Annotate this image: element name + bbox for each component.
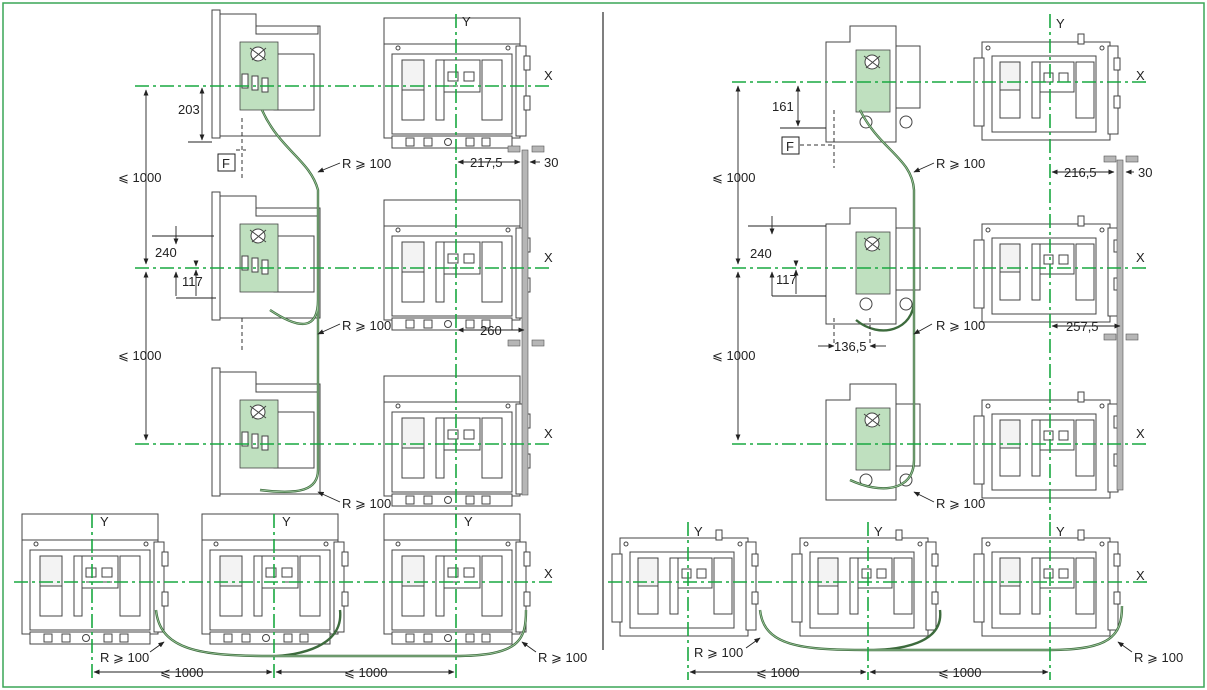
right-axis-y-label-row-2: Y xyxy=(874,524,883,539)
right-dim-161: 161 xyxy=(772,99,794,114)
left-vertical-rail xyxy=(521,149,529,496)
right-dim-136-5: 136,5 xyxy=(834,339,867,354)
right-radius-label-1: R ⩾ 100 xyxy=(936,156,985,171)
right-row-device-1 xyxy=(611,529,759,637)
left-axis-x-label-4: X xyxy=(544,566,553,581)
left-axis-x-label-3: X xyxy=(544,426,553,441)
left-dim-260: 260 xyxy=(480,323,502,338)
right-row-device-2 xyxy=(791,529,939,637)
left-axis-x-label-2: X xyxy=(544,250,553,265)
right-dim-257-5: 257,5 xyxy=(1066,319,1099,334)
right-axis-x-label-1: X xyxy=(1136,68,1145,83)
left-radius-label-2: R ⩾ 100 xyxy=(342,318,391,333)
left-radius-label-4: R ⩾ 100 xyxy=(100,650,149,665)
right-dim-240: 240 xyxy=(750,246,772,261)
right-panel: Y X X X X Y Y Y F 161 ⩽ 1000 ⩽ 1000 240 … xyxy=(608,14,1183,680)
left-axis-y-label-row-3: Y xyxy=(464,514,473,529)
right-radius-label-4: R ⩾ 100 xyxy=(694,645,743,660)
right-axis-x-label-2: X xyxy=(1136,250,1145,265)
left-front-view-top xyxy=(383,17,531,149)
left-axis-y-label-row-2: Y xyxy=(282,514,291,529)
right-side-view-middle xyxy=(825,207,921,325)
left-dim-max-1000-lower: ⩽ 1000 xyxy=(118,348,161,363)
left-axis-x-label-1: X xyxy=(544,68,553,83)
left-dim-240: 240 xyxy=(155,245,177,260)
left-dim-30: 30 xyxy=(544,155,558,170)
left-axis-y-label: Y xyxy=(462,14,471,29)
left-dim-203: 203 xyxy=(178,102,200,117)
right-front-view-top xyxy=(973,33,1121,141)
left-dim-217-5: 217,5 xyxy=(470,155,503,170)
left-f-box xyxy=(217,153,236,172)
left-row-device-2 xyxy=(201,513,349,645)
right-row-device-3 xyxy=(973,529,1121,637)
right-dim-row-spacing-2: ⩽ 1000 xyxy=(938,665,981,680)
right-dim-117: 117 xyxy=(776,272,797,287)
right-dim-max-1000-upper: ⩽ 1000 xyxy=(712,170,755,185)
left-panel: Y X X X X Y Y Y F 203 ⩽ 1000 ⩽ 1000 240 … xyxy=(14,9,587,680)
right-radius-label-5: R ⩾ 100 xyxy=(1134,650,1183,665)
left-dim-117: 117 xyxy=(182,274,203,289)
right-front-view-middle xyxy=(973,215,1121,323)
right-axis-y-label-row-1: Y xyxy=(694,524,703,539)
left-row-device-3 xyxy=(383,513,531,645)
right-f-box xyxy=(781,136,800,155)
right-axis-x-label-4: X xyxy=(1136,568,1145,583)
right-radius-label-2: R ⩾ 100 xyxy=(936,318,985,333)
right-axis-y-label: Y xyxy=(1056,16,1065,31)
left-front-view-middle xyxy=(383,199,531,331)
left-dim-row-spacing-2: ⩽ 1000 xyxy=(344,665,387,680)
left-axis-y-label-row-1: Y xyxy=(100,514,109,529)
right-front-view-bottom xyxy=(973,391,1121,499)
left-radius-label-1: R ⩾ 100 xyxy=(342,156,391,171)
right-dim-row-spacing-1: ⩽ 1000 xyxy=(756,665,799,680)
right-side-view-top xyxy=(825,25,921,143)
right-vertical-rail xyxy=(1116,159,1124,491)
right-dim-max-1000-lower: ⩽ 1000 xyxy=(712,348,755,363)
right-f-label: F xyxy=(786,139,794,154)
right-axis-y-label-row-3: Y xyxy=(1056,524,1065,539)
left-radius-label-3: R ⩾ 100 xyxy=(342,496,391,511)
left-dim-row-spacing-1: ⩽ 1000 xyxy=(160,665,203,680)
left-dim-max-1000-upper: ⩽ 1000 xyxy=(118,170,161,185)
left-side-view-middle xyxy=(211,191,321,321)
right-dim-30: 30 xyxy=(1138,165,1152,180)
right-radius-label-3: R ⩾ 100 xyxy=(936,496,985,511)
left-row-device-1 xyxy=(21,513,169,645)
left-f-label: F xyxy=(222,156,230,171)
left-front-view-bottom xyxy=(383,375,531,507)
right-axis-x-label-3: X xyxy=(1136,426,1145,441)
left-side-view-bottom xyxy=(211,367,321,497)
right-dim-216-5: 216,5 xyxy=(1064,165,1097,180)
left-radius-label-5: R ⩾ 100 xyxy=(538,650,587,665)
